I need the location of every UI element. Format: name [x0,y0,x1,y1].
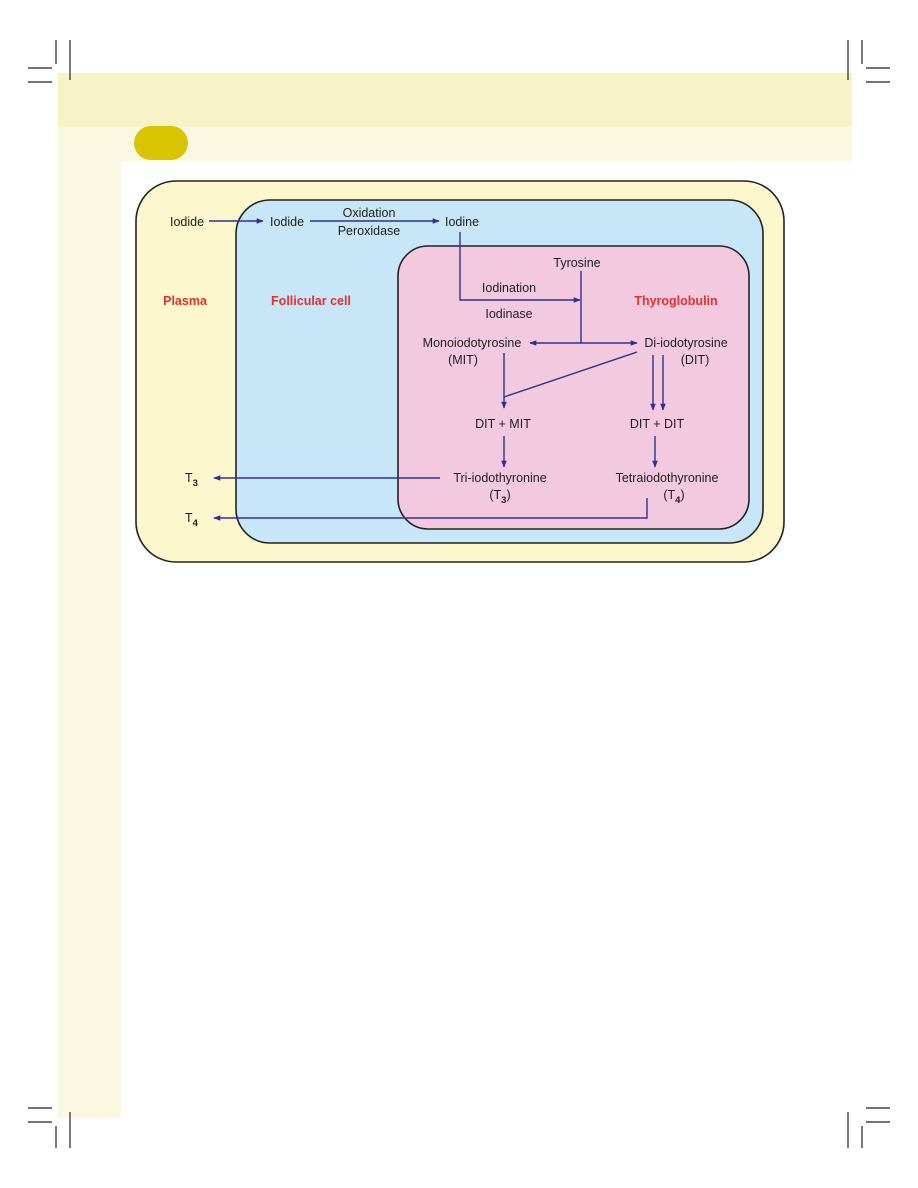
chapter-badge [134,126,188,160]
thyroglobulin-compartment [397,245,750,530]
t4-abbreviation: (T4) [663,488,684,506]
t3-abbr-subscript: 3 [501,495,506,506]
t4-plasma-letter: T [185,511,193,525]
mit-node: Monoiodotyrosine [423,336,522,350]
t3-abbr-letter: T [494,488,502,502]
iodinase-label: Iodinase [485,307,532,321]
t4-abbr-letter: T [668,488,676,502]
line-dit-to-mit-coupling [503,351,638,398]
tyrosine-node: Tyrosine [553,256,600,270]
mit-abbreviation: (MIT) [448,353,478,367]
dit-mit-coupling: DIT + MIT [475,417,531,431]
t3-close-paren: ) [506,488,510,502]
arrow-t4-release [213,498,648,521]
follicular-cell-label: Follicular cell [271,294,351,308]
t4-close-paren: ) [680,488,684,502]
t4-open-paren: ( [663,488,668,502]
peroxidase-label: Peroxidase [338,224,401,238]
thyroglobulin-label: Thyroglobulin [634,294,717,308]
t3-name: Tri-iodothyronine [453,471,546,485]
crop-marks [28,40,890,1148]
t4-name: Tetraiodothyronine [616,471,719,485]
margin-strip [58,161,121,1118]
dit-node: Di-iodotyrosine [644,336,727,350]
t3-open-paren: ( [489,488,494,502]
iodide-cell-node: Iodide [270,215,304,229]
header-band [58,73,852,127]
arrows [209,218,666,521]
section-heading-band [58,127,852,161]
t3-plasma-node: T3 [185,471,198,489]
dit-dit-coupling: DIT + DIT [630,417,685,431]
oxidation-label: Oxidation [343,206,396,220]
plasma-label: Plasma [163,294,208,308]
t3-abbreviation: (T3) [489,488,510,506]
iodination-label: Iodination [482,281,536,295]
t4-plasma-subscript: 4 [193,518,199,529]
arrow-iodination [459,232,581,303]
dit-abbreviation: (DIT) [681,353,709,367]
iodine-node: Iodine [445,215,479,229]
iodide-plasma-node: Iodide [170,215,204,229]
t3-plasma-letter: T [185,471,193,485]
t4-abbr-subscript: 4 [675,495,681,506]
t3-plasma-subscript: 3 [193,478,198,489]
t4-plasma-node: T4 [185,511,199,529]
